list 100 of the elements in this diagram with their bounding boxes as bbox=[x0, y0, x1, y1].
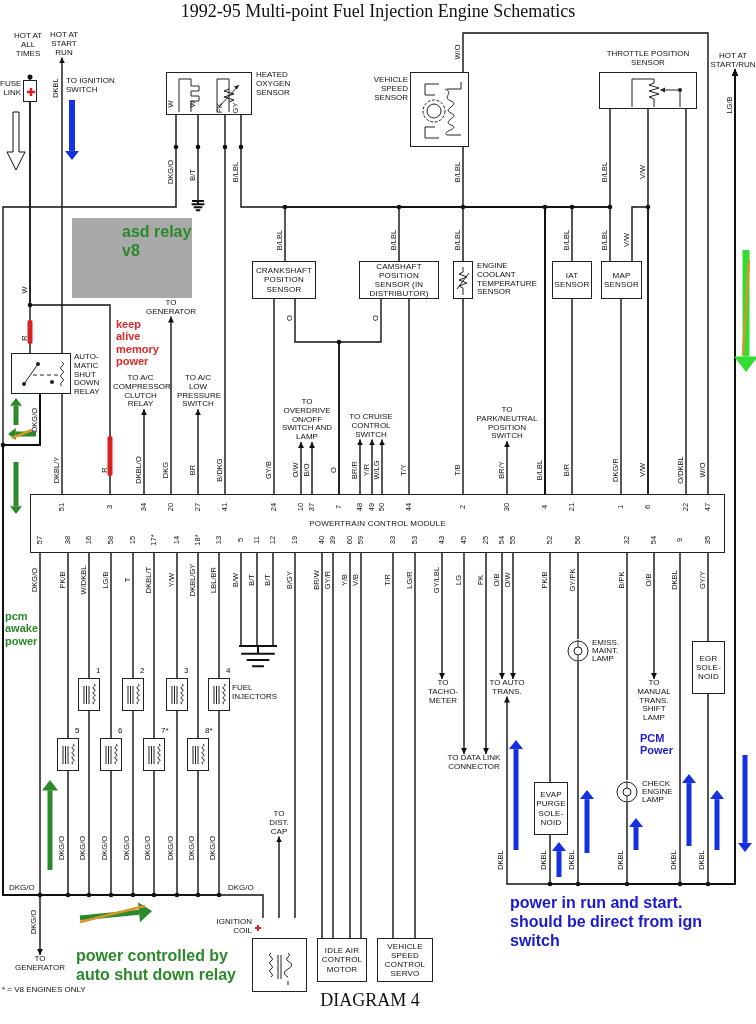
motor-box bbox=[317, 938, 367, 982]
arrow bbox=[357, 438, 363, 495]
side-label: 8* bbox=[205, 727, 213, 736]
injector-box bbox=[187, 738, 209, 771]
wire bbox=[272, 552, 274, 646]
terminal-label: TO OVERDRIVE ON/OFF SWITCH AND LAMP bbox=[280, 398, 334, 442]
wire bbox=[2, 114, 177, 446]
wire bbox=[29, 101, 111, 495]
wire bbox=[349, 552, 351, 939]
wire bbox=[256, 552, 258, 646]
side-label: 6 bbox=[118, 727, 123, 736]
wire bbox=[685, 108, 687, 495]
side-label: 2 bbox=[140, 667, 145, 676]
side-label: 7* bbox=[161, 727, 169, 736]
wire bbox=[321, 552, 323, 939]
component-label: POWERTRAIN CONTROL MODULE bbox=[308, 518, 447, 529]
wire bbox=[631, 206, 649, 495]
arrow bbox=[499, 552, 505, 680]
arrow bbox=[298, 441, 304, 495]
arrow bbox=[510, 552, 516, 680]
wire-code: DKG/O bbox=[228, 884, 255, 893]
wire bbox=[577, 552, 579, 640]
module-box bbox=[30, 494, 725, 553]
wire bbox=[462, 298, 464, 495]
component-label: MAP SENSOR bbox=[603, 270, 640, 290]
arrow bbox=[141, 408, 147, 495]
component-label: IGNITION COIL bbox=[215, 918, 252, 936]
wire bbox=[197, 552, 199, 739]
component-label: VEHICLE SPEED CONTROL SERVO bbox=[383, 941, 427, 979]
annotation: pcm awake power bbox=[5, 610, 39, 647]
photo-caption: asd relay v8 bbox=[122, 222, 193, 261]
terminal-label: TO CRUISE CONTROL SWITCH bbox=[344, 413, 398, 440]
wire bbox=[153, 552, 155, 739]
component-label: IDLE AIR CONTROL MOTOR bbox=[320, 946, 364, 974]
side-label: TO IGNITION SWITCH bbox=[66, 77, 116, 95]
injector-box bbox=[78, 678, 100, 711]
component-label: CHECK ENGINE LAMP bbox=[642, 780, 674, 804]
component-label: THROTTLE POSITION SENSOR bbox=[606, 50, 690, 68]
annotation: power controlled by auto shut down relay bbox=[76, 946, 237, 985]
side-label: 5 bbox=[75, 727, 80, 736]
wire bbox=[110, 552, 112, 739]
side-label: 3 bbox=[184, 667, 189, 676]
arrow bbox=[168, 315, 174, 495]
terminal-label: TO GENERATOR bbox=[14, 955, 66, 973]
arrow bbox=[276, 835, 282, 919]
diagram-title: 1992-95 Multi-point Fuel Injection Engine Schematics bbox=[179, 1, 577, 22]
component-label: EMISS. MAINT. LAMP bbox=[592, 639, 621, 663]
wire bbox=[67, 552, 69, 739]
terminal-label: TO MANUAL TRANS. SHIFT LAMP bbox=[634, 679, 674, 723]
arrow bbox=[309, 441, 315, 495]
terminal-label: TO DIST. CAP bbox=[264, 810, 294, 837]
wire bbox=[294, 552, 296, 919]
arrow bbox=[369, 438, 375, 495]
wire-code: DKG/O bbox=[9, 884, 36, 893]
sensor-box bbox=[359, 261, 439, 299]
wire bbox=[462, 32, 709, 495]
component-label: EVAP PURGE SOLE- NOID bbox=[535, 790, 567, 827]
arrow bbox=[59, 56, 65, 354]
component-label: CRANKSHAFT POSITION SENSOR bbox=[254, 266, 314, 294]
arrow bbox=[195, 408, 201, 495]
wire bbox=[273, 298, 275, 495]
terminal-label: TO TACHO- METER bbox=[426, 679, 460, 706]
arrow bbox=[504, 68, 738, 885]
component-label: HEATED OXYGEN SENSOR bbox=[256, 71, 292, 98]
component-label: CAMSHAFT POSITION SENSOR (IN DISTRIBUTOR) bbox=[368, 261, 430, 299]
wire bbox=[338, 298, 382, 495]
wire bbox=[620, 298, 622, 495]
terminal-label: TO GENERATOR bbox=[146, 299, 196, 317]
injector-box bbox=[122, 678, 144, 711]
wire bbox=[61, 393, 63, 495]
component-label: ENGINE COOLANT TEMPERATURE SENSOR bbox=[477, 262, 537, 298]
side-label: 1 bbox=[96, 667, 101, 676]
wire bbox=[549, 552, 551, 783]
wire bbox=[571, 298, 573, 495]
wire bbox=[626, 552, 628, 781]
wire bbox=[392, 552, 394, 939]
diagram-caption: DIAGRAM 4 bbox=[319, 990, 421, 1011]
injector-box bbox=[57, 738, 79, 771]
solenoid-box bbox=[534, 782, 568, 835]
ground-symbol bbox=[237, 645, 279, 670]
annotation: PCM Power bbox=[640, 732, 674, 757]
arrow bbox=[483, 552, 489, 755]
wire bbox=[88, 552, 90, 679]
wire bbox=[240, 552, 242, 646]
component-label: AUTO- MATIC SHUT DOWN RELAY bbox=[74, 353, 101, 397]
group-label: FUEL INJECTORS bbox=[232, 684, 276, 702]
terminal-label: HOT AT START/RUN bbox=[710, 52, 756, 70]
wire bbox=[218, 552, 220, 679]
terminal-label: TO A/C LOW PRESSURE SWITCH bbox=[177, 374, 219, 410]
terminal-label: TO A/C COMPRESSOR CLUTCH RELAY bbox=[113, 374, 168, 410]
wire bbox=[132, 552, 134, 679]
sensor-box bbox=[601, 261, 642, 299]
terminal-label: HOT AT START RUN bbox=[49, 31, 79, 58]
side-label: 4 bbox=[226, 667, 231, 676]
terminal-label: TO PARK/NEUTRAL POSITION SWITCH bbox=[474, 406, 540, 442]
injector-box bbox=[100, 738, 122, 771]
annotation: keep alive memory power bbox=[116, 318, 160, 368]
injector-box bbox=[208, 678, 230, 711]
component-label: IAT SENSOR bbox=[553, 270, 591, 290]
arrow bbox=[504, 440, 510, 495]
